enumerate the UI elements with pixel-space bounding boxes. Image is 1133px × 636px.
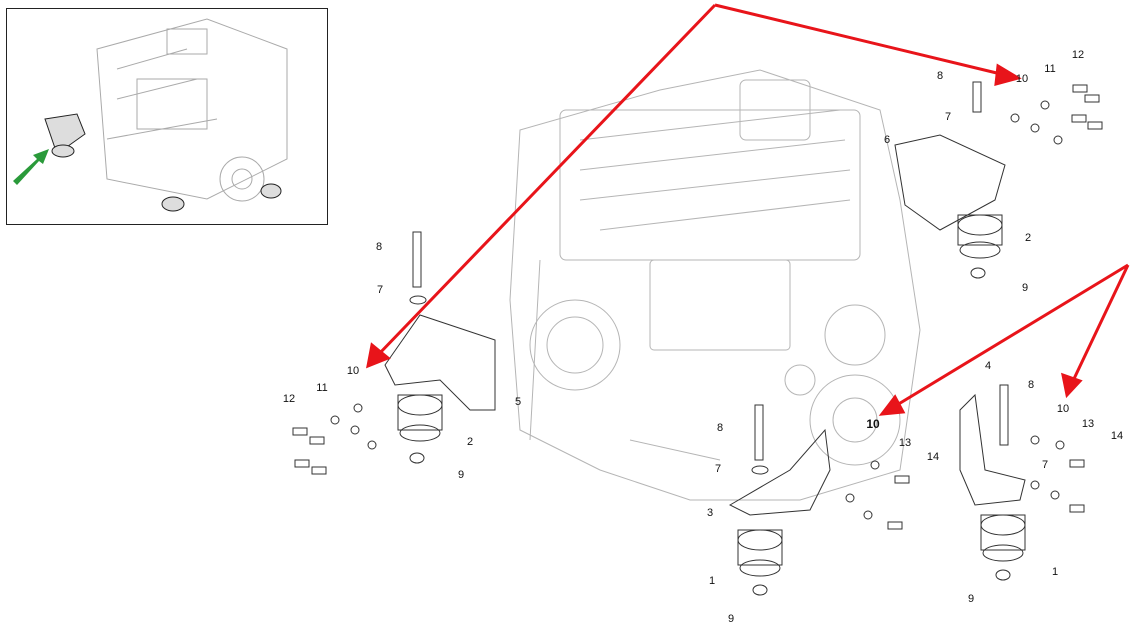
callout-label: 7 bbox=[376, 284, 384, 296]
callout-label: 1 bbox=[708, 575, 716, 587]
callout-label: 13 bbox=[898, 437, 912, 449]
callout-label: 11 bbox=[1044, 63, 1056, 75]
callout-label: 9 bbox=[1021, 282, 1029, 294]
callout-label: 10 bbox=[1015, 73, 1029, 85]
callout-label: 9 bbox=[967, 593, 975, 605]
callout-label: 1 bbox=[1051, 566, 1059, 578]
callout-label: 6 bbox=[883, 134, 891, 146]
callout-label: 11 bbox=[316, 382, 328, 394]
callout-label: 4 bbox=[984, 360, 992, 372]
callout-label: 3 bbox=[706, 507, 714, 519]
callout-label: 2 bbox=[466, 436, 474, 448]
red-arrow-head-icon bbox=[366, 342, 391, 369]
red-arrow-icon bbox=[376, 3, 717, 357]
callout-label: 7 bbox=[1041, 459, 1049, 471]
callout-label: 7 bbox=[714, 463, 722, 475]
callout-label: 2 bbox=[1024, 232, 1032, 244]
callout-label: 14 bbox=[926, 451, 940, 463]
callout-label: 8 bbox=[936, 70, 944, 82]
red-arrow-head-icon bbox=[994, 63, 1022, 87]
red-arrow-head-icon bbox=[878, 394, 906, 416]
callout-label: 9 bbox=[457, 469, 465, 481]
green-arrow-icon bbox=[13, 149, 49, 185]
callout-label: 14 bbox=[1110, 430, 1124, 442]
red-arrow-icon bbox=[891, 263, 1129, 410]
callout-label: 10 bbox=[866, 417, 880, 431]
callout-label: 12 bbox=[282, 393, 296, 405]
red-callout-arrows bbox=[366, 3, 1130, 416]
callout-label: 7 bbox=[944, 111, 952, 123]
callout-label: 5 bbox=[514, 396, 522, 408]
inset-engine-drawing bbox=[13, 18, 288, 212]
callout-label: 10 bbox=[1056, 403, 1070, 415]
red-arrow-icon bbox=[714, 3, 1006, 77]
callout-label: 8 bbox=[716, 422, 724, 434]
callout-label: 10 bbox=[346, 365, 360, 377]
locator-inset bbox=[6, 8, 328, 225]
callout-label: 8 bbox=[375, 241, 383, 253]
callout-label: 12 bbox=[1071, 49, 1085, 61]
callout-label: 9 bbox=[727, 613, 735, 625]
callout-label: 8 bbox=[1027, 379, 1035, 391]
red-arrow-head-icon bbox=[1061, 372, 1083, 399]
red-arrow-icon bbox=[1070, 264, 1130, 384]
callout-label: 13 bbox=[1081, 418, 1095, 430]
